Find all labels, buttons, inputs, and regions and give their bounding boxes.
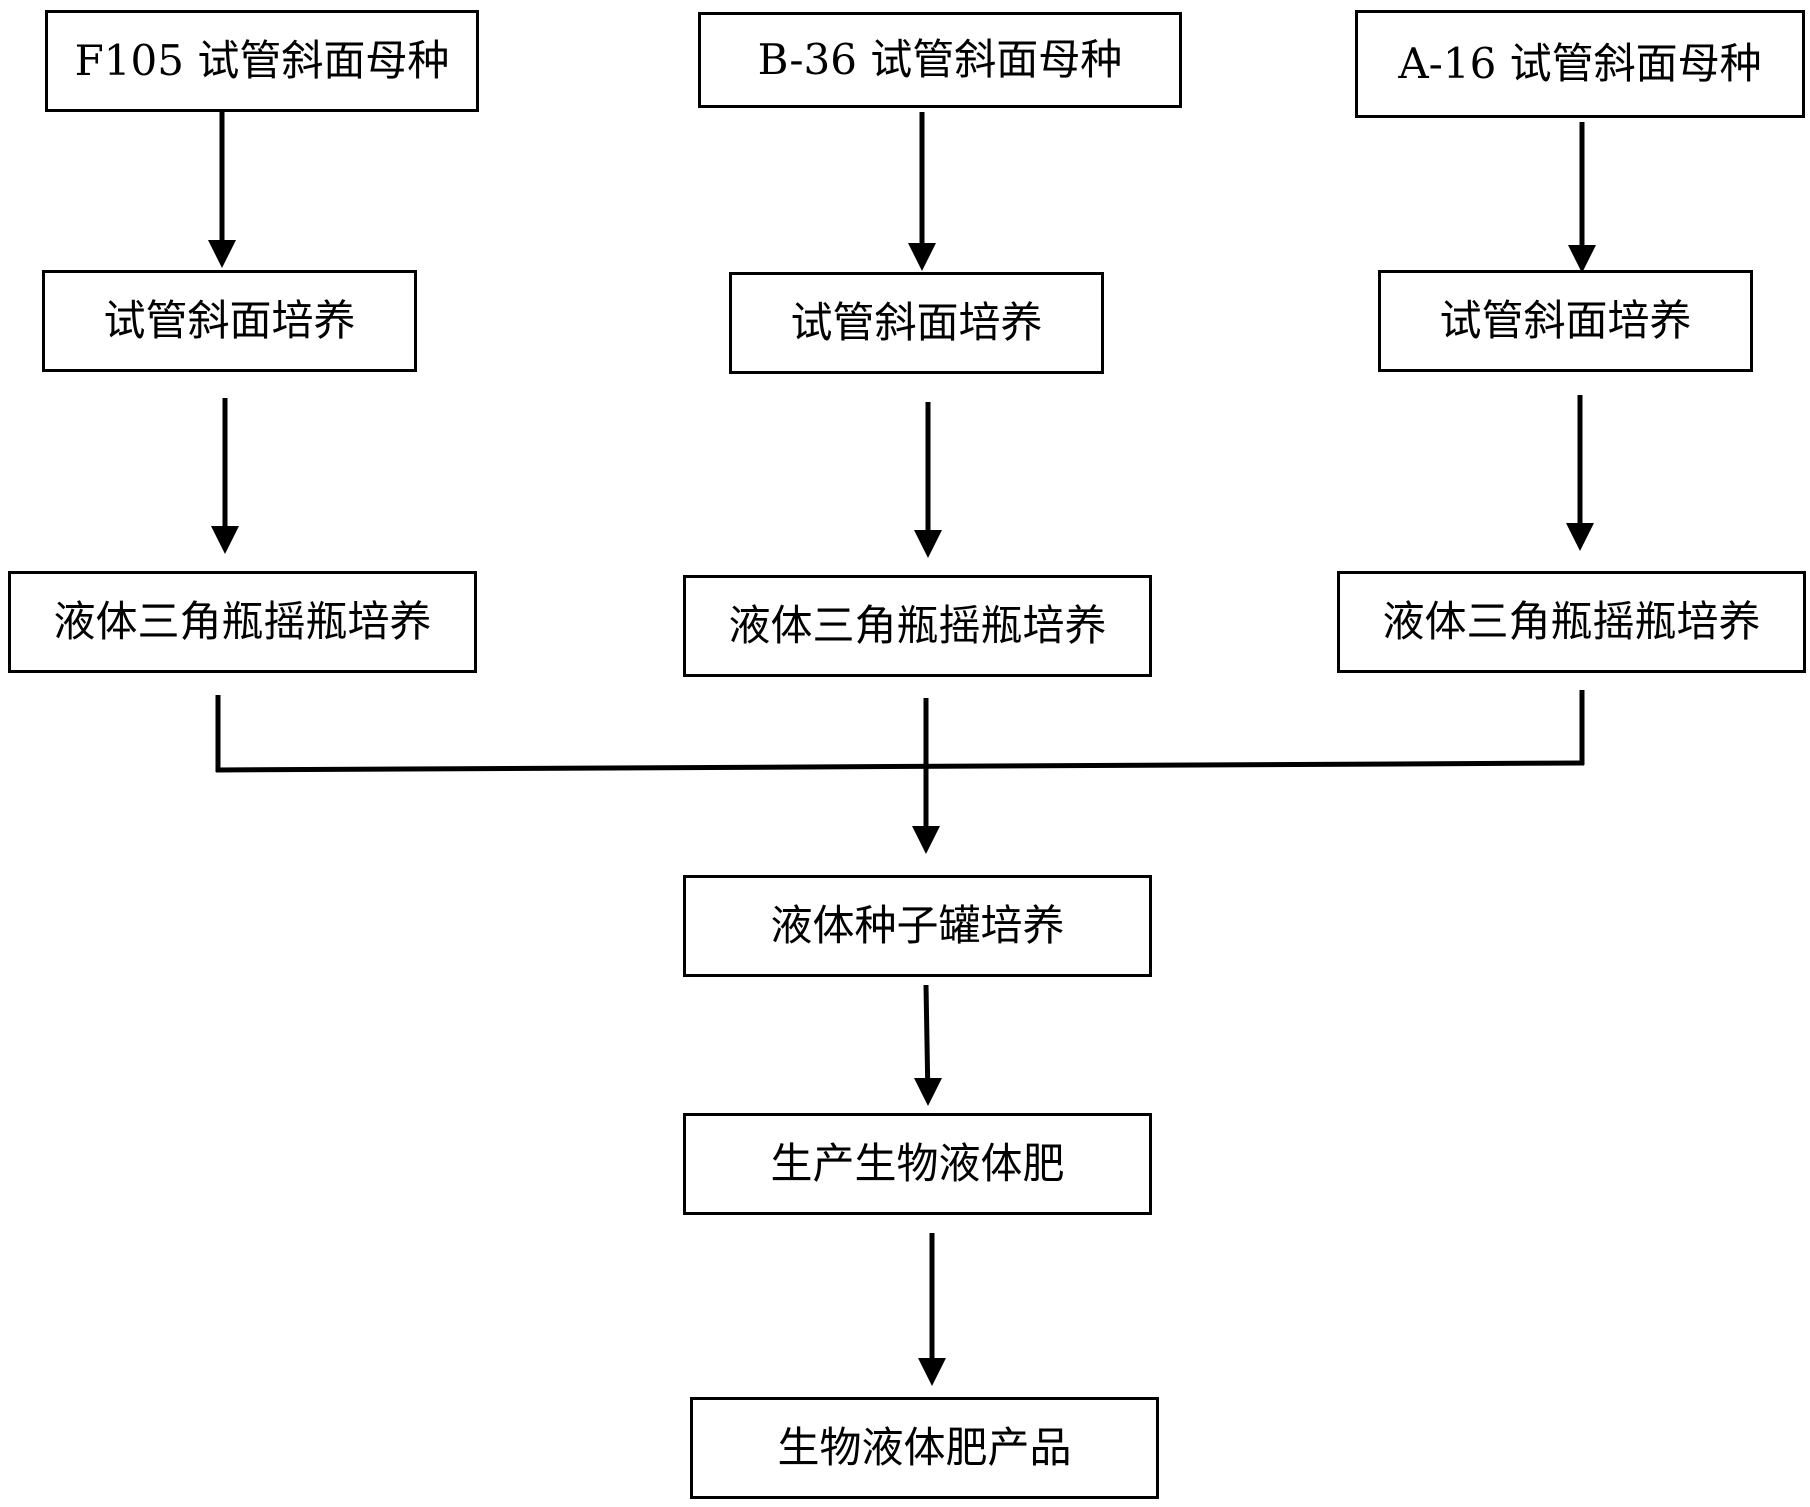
a16-slant-culture-box: 试管斜面培养 <box>1378 270 1753 372</box>
production-box: 生产生物液体肥 <box>683 1113 1152 1215</box>
f105-shake-flask-culture-box: 液体三角瓶摇瓶培养 <box>8 571 477 673</box>
f105-mother-strain-box: F105 试管斜面母种 <box>45 10 479 112</box>
final-product-box: 生物液体肥产品 <box>690 1397 1159 1499</box>
f105-slant-culture-box: 试管斜面培养 <box>42 270 417 372</box>
b36-slant-culture-box: 试管斜面培养 <box>729 272 1104 374</box>
b36-mother-strain-box: B-36 试管斜面母种 <box>698 12 1182 108</box>
merge-horizontal <box>215 760 1585 773</box>
a16-shake-flask-culture-box: 液体三角瓶摇瓶培养 <box>1337 571 1806 673</box>
seed-tank-culture-box: 液体种子罐培养 <box>683 875 1152 977</box>
a16-mother-strain-box: A-16 试管斜面母种 <box>1355 10 1805 118</box>
b36-shake-flask-culture-box: 液体三角瓶摇瓶培养 <box>683 575 1152 677</box>
